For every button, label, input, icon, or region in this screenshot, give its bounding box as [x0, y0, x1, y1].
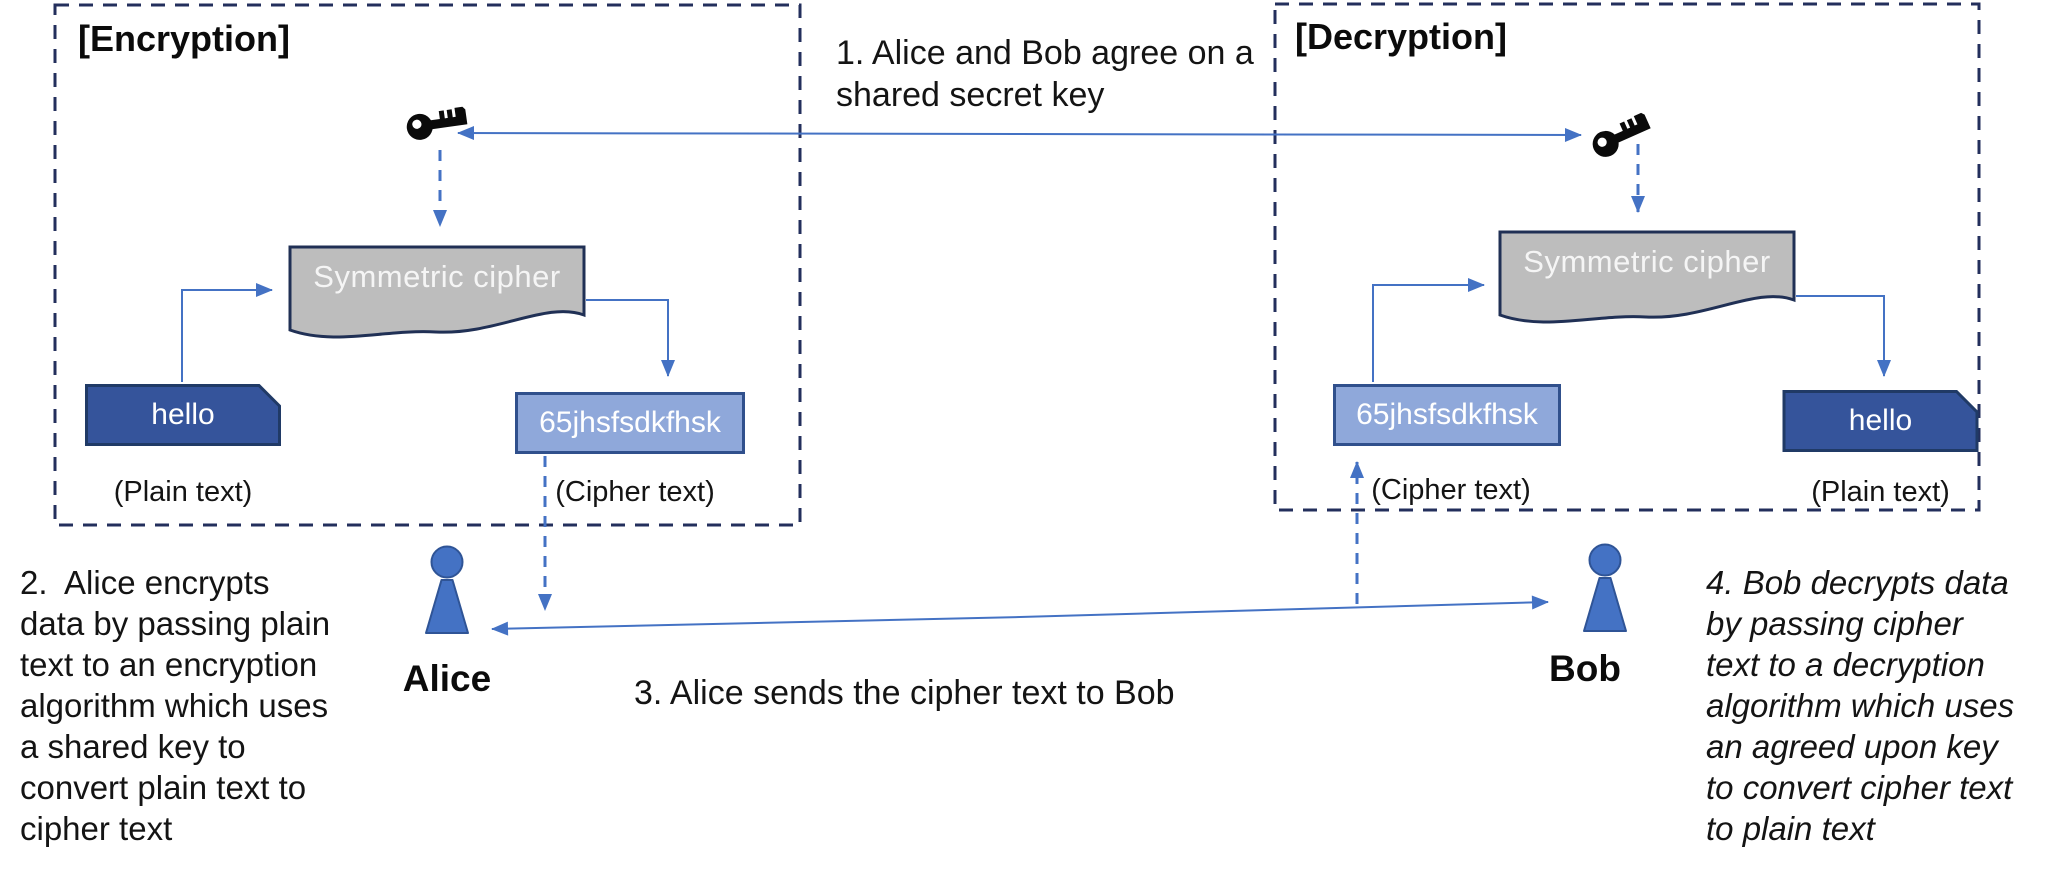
encryption-ciphertext-box: 65jhsfsdkfhsk: [515, 392, 745, 454]
cipher-to-plaintext-connector: [1796, 295, 1891, 377]
transfer-arrow-to-bob: [1019, 595, 1549, 618]
key-icon: [1592, 112, 1651, 157]
step4-annotation: 4. Bob decrypts data by passing cipher t…: [1706, 564, 2015, 847]
transfer-arrow-to-alice: [491, 616, 1021, 636]
decryption-plaintext-value: hello: [1848, 404, 1913, 437]
bob-label: Bob: [1549, 648, 1621, 689]
document-shape-icon: [288, 245, 586, 339]
decryption-ciphertext-caption: (Cipher text): [1371, 474, 1531, 506]
encryption-cipher-label: Symmetric cipher: [313, 259, 561, 294]
person-icon: [425, 545, 469, 634]
card-shape-icon: [1782, 390, 1979, 452]
step3-annotation: 3. Alice sends the cipher text to Bob: [634, 674, 1175, 712]
encryption-panel-title: [Encryption]: [78, 18, 290, 59]
encryption-ciphertext-caption: (Cipher text): [555, 476, 715, 508]
document-shape-icon: [1498, 230, 1796, 324]
encryption-plaintext-caption: (Plain text): [113, 476, 253, 508]
step1-annotation: 1. Alice and Bob agree on a shared secre…: [836, 34, 1254, 114]
person-icon: [1583, 543, 1627, 632]
cipher-to-ciphertext-connector: [586, 299, 675, 377]
encryption-plaintext-value: hello: [151, 398, 215, 431]
decryption-cipher-label: Symmetric cipher: [1523, 244, 1771, 279]
shared-key-arrow-right: [1017, 127, 1582, 142]
decryption-ciphertext-box: 65jhsfsdkfhsk: [1333, 384, 1561, 446]
decryption-panel-title: [Decryption]: [1295, 16, 1508, 57]
decryption-cipher-shape: Symmetric cipher: [1498, 230, 1796, 331]
encryption-plaintext-box: hello: [85, 384, 281, 446]
step2-annotation: 2. Alice encrypts data by passing plain …: [20, 564, 331, 847]
encryption-cipher-shape: Symmetric cipher: [288, 245, 586, 346]
key-icon: [406, 106, 468, 140]
alice-label: Alice: [402, 658, 492, 699]
ciphertext-to-cipher-connector: [1372, 278, 1485, 382]
plaintext-to-cipher-connector: [181, 283, 273, 382]
decryption-plaintext-box: hello: [1781, 390, 1980, 452]
shared-key-arrow-left: [457, 126, 1019, 141]
decryption-plaintext-caption: (Plain text): [1811, 476, 1950, 508]
card-shape-icon: [85, 384, 281, 446]
